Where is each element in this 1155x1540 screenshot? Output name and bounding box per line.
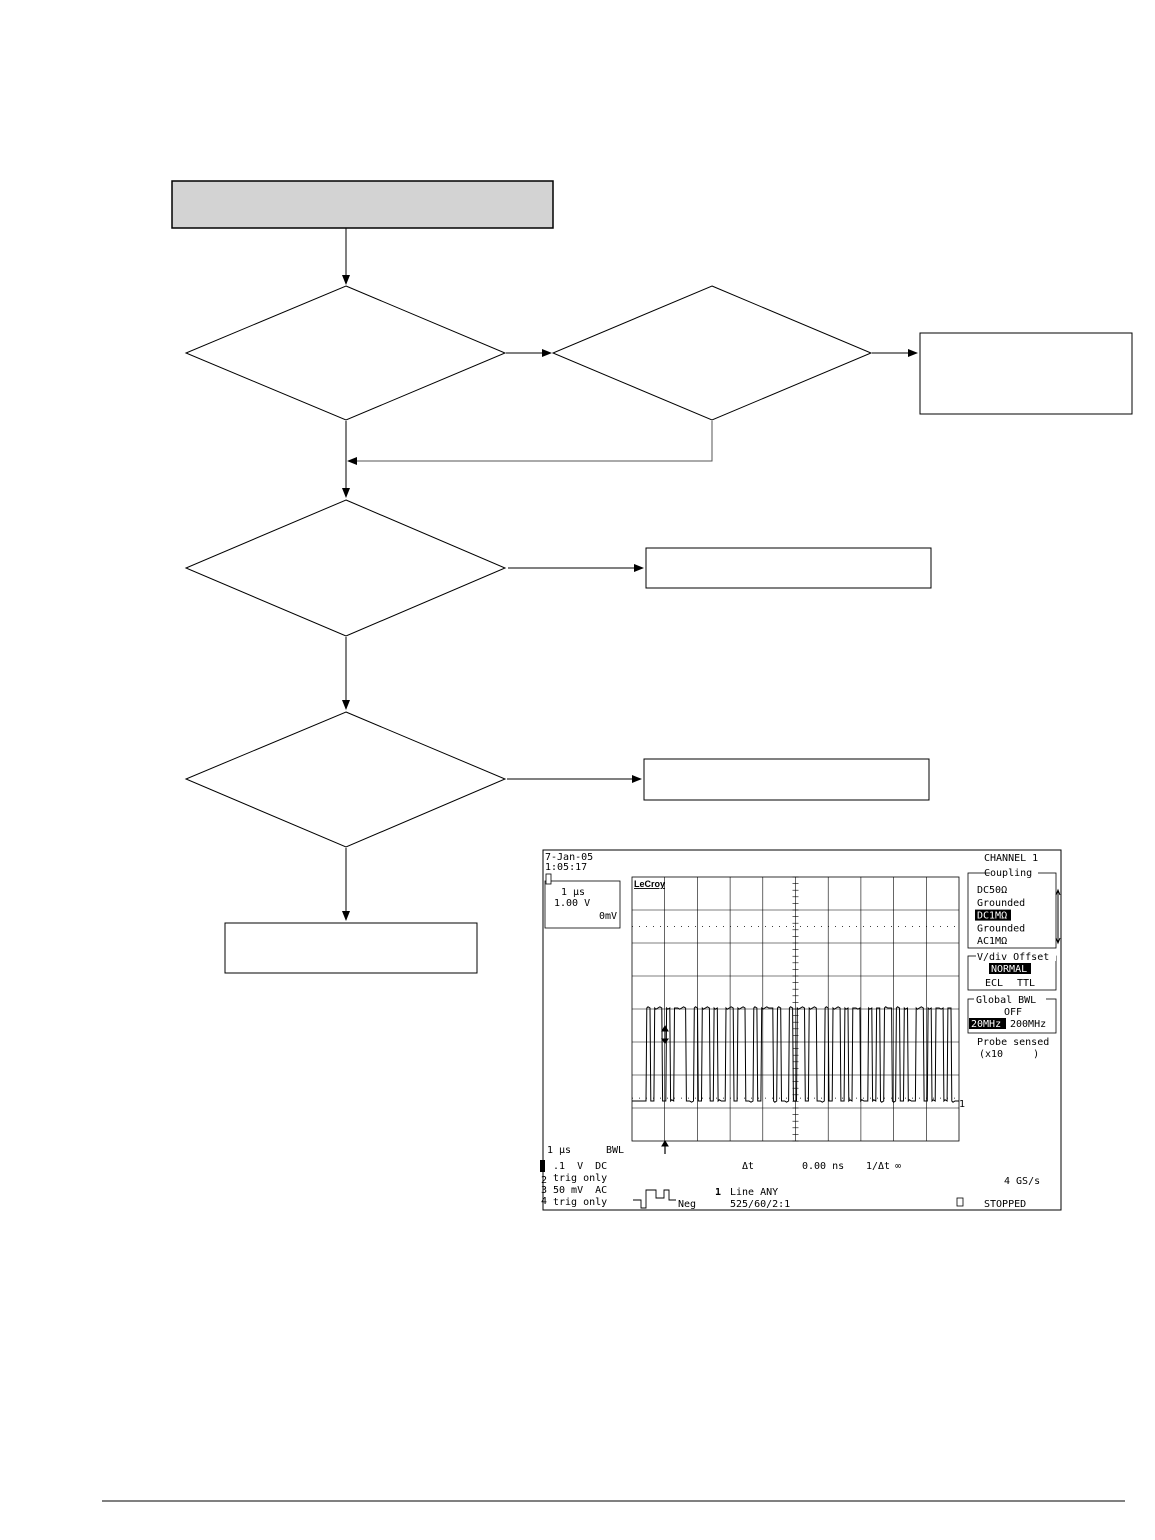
- result-box-2: [645, 547, 932, 589]
- channel-number-4: 4: [541, 1196, 547, 1207]
- cursor-markers: [661, 1025, 669, 1154]
- result-box-3: [643, 758, 930, 801]
- result-box-1: [919, 332, 1133, 415]
- channel-number-3: 3: [541, 1185, 547, 1196]
- coupling-option[interactable]: Grounded: [977, 898, 1025, 909]
- delta-t-value: 0.00 ns: [802, 1161, 844, 1172]
- oscilloscope-screen: 7-Jan-05 1:05:17 CHANNEL 1 1 µs 1.00 V 0…: [540, 849, 1062, 1211]
- acquisition-status: STOPPED: [984, 1199, 1026, 1210]
- decision-2: [551, 285, 873, 421]
- bwl-off[interactable]: OFF: [1004, 1007, 1022, 1018]
- vdiv-label: V/div Offset: [977, 952, 1049, 963]
- scope-date: 7-Jan-05: [545, 852, 593, 863]
- decision-3: [184, 499, 507, 637]
- probe-attenuation: (x10 ): [979, 1049, 1039, 1060]
- sample-rate: 4 GS/s: [1004, 1176, 1040, 1187]
- scope-brand-logo: LeCroy: [634, 879, 665, 889]
- start-box: [171, 180, 554, 229]
- channel-info-timebase: 1 µs: [561, 887, 585, 898]
- scope-grid: [631, 876, 960, 1142]
- trigger-slope: Neg: [678, 1199, 696, 1210]
- bwl-label: Global BWL: [976, 995, 1036, 1006]
- coupling-option[interactable]: DC1MΩ: [977, 911, 1007, 922]
- channel-1-marker: [545, 873, 552, 885]
- coupling-option[interactable]: Grounded: [977, 923, 1025, 934]
- status-bwl-tag: BWL: [606, 1145, 624, 1156]
- menu-scroll-icon: [1055, 888, 1061, 945]
- coupling-option[interactable]: AC1MΩ: [977, 936, 1007, 947]
- bwl-box: [967, 998, 1057, 1034]
- probe-sensed: Probe sensed: [977, 1037, 1049, 1048]
- decision-1: [184, 285, 507, 421]
- acquisition-status-icon: [956, 1197, 964, 1207]
- inverse-delta-t-label: 1/Δt: [866, 1161, 890, 1172]
- trigger-source: Line ANY: [730, 1187, 778, 1198]
- arrow-decision-2-return: [347, 421, 713, 465]
- coupling-label: Coupling: [984, 868, 1032, 879]
- ch2-settings: 50 mV AC: [553, 1185, 607, 1196]
- channel-info-offset: 0mV: [599, 911, 617, 922]
- trace-label-1: 1: [959, 1099, 965, 1110]
- channel-info-volts: 1.00 V: [554, 898, 590, 909]
- ch1-settings: .1 V DC: [553, 1161, 607, 1172]
- flowchart: [171, 180, 1133, 974]
- bwl-selected[interactable]: 20MHz: [971, 1019, 1001, 1030]
- ch2-trig: trig only: [553, 1197, 607, 1208]
- status-timebase: 1 µs: [547, 1145, 571, 1156]
- bottom-status: 1 µs BWL .1 V DC trig only 50 mV AC trig…: [540, 1145, 1040, 1210]
- ch1-marker: [540, 1160, 545, 1172]
- right-menu-panel: Coupling DC50ΩGroundedDC1MΩGroundedAC1MΩ…: [967, 868, 1061, 1060]
- vdiv-selected[interactable]: NORMAL: [991, 964, 1027, 975]
- scope-channel-title: CHANNEL 1: [984, 853, 1038, 864]
- vdiv-option-ecl[interactable]: ECL: [985, 978, 1003, 989]
- bwl-other[interactable]: 200MHz: [1010, 1019, 1046, 1030]
- scope-waveform: [632, 1006, 959, 1103]
- ch1-trig: trig only: [553, 1173, 607, 1184]
- vdiv-option-ttl[interactable]: TTL: [1017, 978, 1035, 989]
- trigger-pulse-icon: [633, 1189, 676, 1209]
- coupling-option[interactable]: DC50Ω: [977, 885, 1007, 896]
- delta-t-label: Δt: [742, 1161, 754, 1172]
- channel-number-2: 2: [541, 1175, 547, 1186]
- vdiv-selected-highlight[interactable]: [989, 963, 1031, 974]
- channel-info-box: [544, 880, 621, 929]
- trigger-standard: 525/60/2:1: [730, 1199, 790, 1210]
- result-box-4: [224, 922, 478, 974]
- scope-time: 1:05:17: [545, 862, 587, 873]
- trigger-channel: 1: [715, 1187, 721, 1198]
- bwl-selected-highlight[interactable]: [969, 1018, 1006, 1029]
- decision-4: [184, 711, 507, 848]
- inverse-delta-t-value: ∞: [895, 1161, 901, 1172]
- coupling-selected-highlight[interactable]: [975, 909, 1011, 921]
